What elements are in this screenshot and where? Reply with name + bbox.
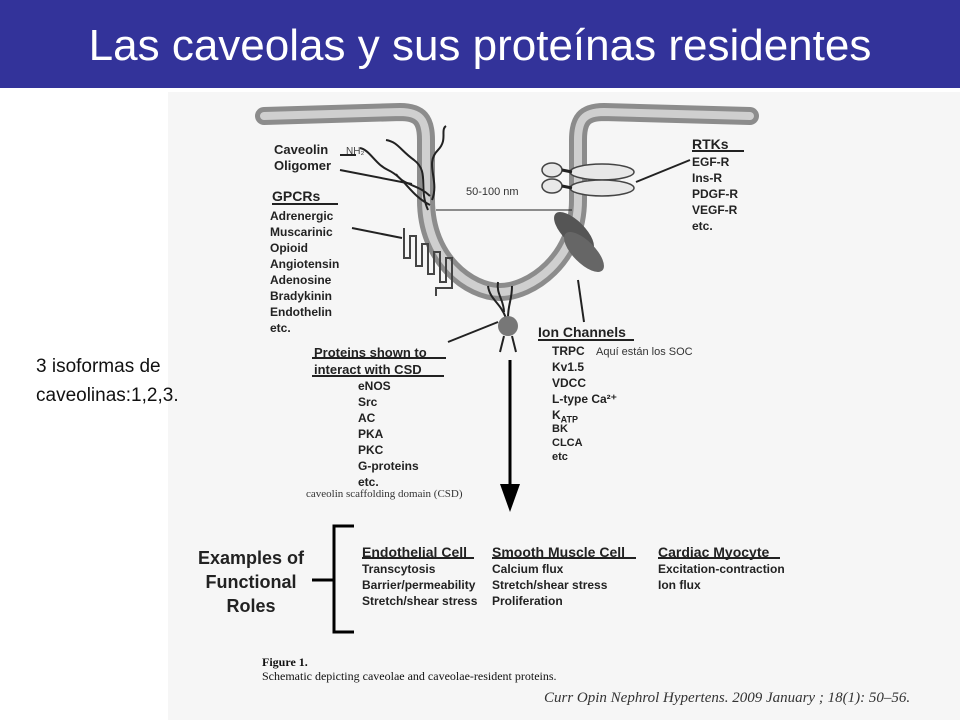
csd-caption: caveolin scaffolding domain (CSD) — [306, 488, 463, 500]
size-label: 50-100 nm — [466, 186, 519, 198]
column-smooth-muscle-cell: Smooth Muscle Cell Calcium flux Stretch/… — [492, 543, 625, 609]
rtks-title: RTKs — [692, 136, 729, 152]
figure-caption: Figure 1. Schematic depicting caveolae a… — [262, 655, 557, 683]
side-note: 3 isoformas de caveolinas:1,2,3. — [36, 352, 179, 410]
caption-label: Figure 1. — [262, 655, 308, 669]
soc-note: Aquí están los SOC — [596, 346, 693, 358]
list-item: L-type Ca²⁺ — [552, 392, 618, 406]
list-item: Bradykinin — [270, 289, 333, 303]
nh2-label: NH₂ — [346, 146, 365, 157]
gpcr-shape — [403, 228, 453, 296]
list-item: VEGF-R — [692, 203, 738, 217]
rtks-list: EGF-R Ins-R PDGF-R VEGF-R etc. — [692, 154, 738, 234]
list-item: etc. — [692, 219, 713, 233]
list-item: Kv1.5 — [552, 360, 585, 374]
csd-title-line2: interact with CSD — [314, 362, 422, 377]
list-item: PKC — [358, 443, 384, 457]
column-cardiac-myocyte: Cardiac Myocyte Excitation-contraction I… — [658, 543, 785, 593]
csd-protein-shape — [487, 281, 513, 319]
list-item: CLCA — [552, 437, 583, 450]
functional-roles-title: Examples of Functional Roles — [186, 546, 316, 618]
column-title: Endothelial Cell — [362, 544, 468, 560]
gpcrs-list: Adrenergic Muscarinic Opioid Angiotensin… — [270, 208, 339, 336]
list-item: PKA — [358, 427, 384, 441]
list-item: Endothelin — [270, 305, 332, 319]
list-item: PDGF-R — [692, 187, 738, 201]
caveolin-title-line2: Oligomer — [274, 158, 332, 173]
list-item: Src — [358, 395, 378, 409]
list-item: BK — [552, 423, 568, 436]
list-item: Adenosine — [270, 273, 332, 287]
membrane-inner — [260, 107, 754, 297]
ion-channel-shape — [554, 212, 604, 272]
gpcrs-title: GPCRs — [272, 188, 321, 204]
ion-channels-list: TRPC Kv1.5 VDCC L-type Ca²⁺ KATP BK CLCA… — [552, 343, 617, 464]
csd-proteins-title: Proteins shown to interact with CSD — [314, 344, 427, 378]
list-item: TRPC — [552, 344, 585, 358]
citation: Curr Opin Nephrol Hypertens. 2009 Januar… — [544, 690, 911, 706]
title-bar — [0, 0, 960, 88]
side-note-line1: 3 isoformas de — [36, 356, 161, 377]
list-item: G-proteins — [358, 459, 419, 473]
list-item: etc. — [270, 321, 291, 335]
figure-panel — [168, 92, 960, 720]
list-item: Transcytosis — [362, 562, 436, 576]
list-item: Barrier/permeability — [362, 578, 476, 592]
slide-title: Las caveolas y sus proteínas residentes — [88, 21, 872, 70]
list-item: Calcium flux — [492, 562, 564, 576]
list-item: Adrenergic — [270, 209, 334, 223]
list-item: Stretch/shear stress — [492, 578, 608, 592]
column-title: Cardiac Myocyte — [658, 544, 770, 560]
list-item: Stretch/shear stress — [362, 594, 478, 608]
column-endothelial-cell: Endothelial Cell Transcytosis Barrier/pe… — [362, 543, 477, 609]
side-note-line2: caveolinas:1,2,3. — [36, 385, 179, 406]
list-item: etc. — [358, 475, 379, 489]
list-item: KATP — [552, 407, 617, 427]
csd-title-line1: Proteins shown to — [314, 345, 427, 360]
ion-channels-title: Ion Channels — [538, 324, 626, 340]
list-item: Ins-R — [692, 171, 722, 185]
list-item: Excitation-contraction — [658, 562, 785, 576]
katp-letter: K — [552, 408, 561, 422]
functional-title-line1: Examples of — [197, 548, 305, 568]
list-item: etc — [552, 451, 568, 464]
caveolin-title-line1: Caveolin — [274, 142, 329, 157]
functional-title-line2: Functional — [205, 572, 297, 592]
katp-sub: ATP — [560, 414, 579, 425]
list-item: Ion flux — [658, 578, 701, 592]
caveolin-oligomer-label: Caveolin Oligomer — [274, 142, 331, 174]
list-item: Proliferation — [492, 594, 563, 608]
list-item: eNOS — [358, 379, 391, 393]
column-title: Smooth Muscle Cell — [492, 544, 626, 560]
list-item: Opioid — [270, 241, 308, 255]
list-item: Muscarinic — [270, 225, 333, 239]
list-item: Angiotensin — [270, 257, 340, 271]
list-item: AC — [358, 411, 376, 425]
rtk-shape — [541, 162, 635, 197]
caption-text: Schematic depicting caveolae and caveola… — [262, 669, 557, 683]
list-item: VDCC — [552, 376, 587, 390]
csd-proteins-list: eNOS Src AC PKA PKC G-proteins etc. — [358, 378, 419, 490]
list-item: EGF-R — [692, 155, 730, 169]
functional-title-line3: Roles — [226, 596, 276, 616]
caveolin-oligomer-shape — [359, 125, 447, 211]
